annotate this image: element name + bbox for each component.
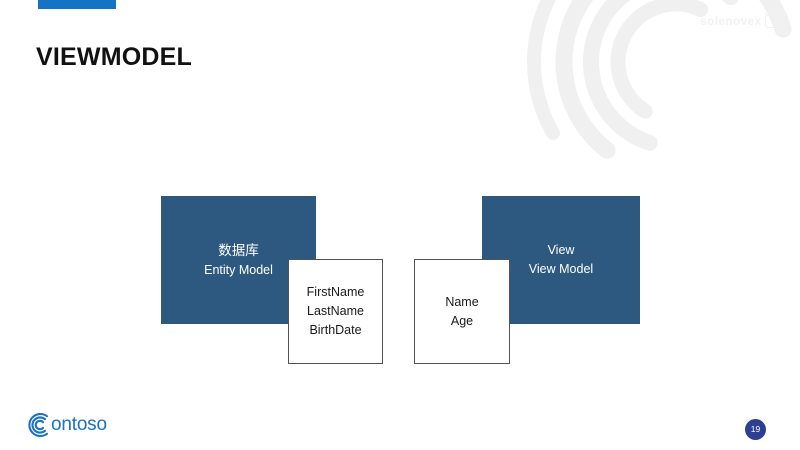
page-title: VIEWMODEL [36, 43, 192, 71]
bilibili-logo-icon [764, 14, 788, 28]
viewmodel-field-name: Name [445, 294, 479, 309]
page-number-badge: 19 [745, 419, 766, 440]
entity-field-birthdate: BirthDate [309, 322, 362, 337]
entity-fields-box: FirstName LastName BirthDate [288, 259, 383, 364]
database-box-line-2: Entity Model [204, 262, 273, 277]
database-box-line-1: 数据库 [218, 242, 259, 258]
entity-field-firstname: FirstName [306, 285, 365, 300]
view-box-line-2: View Model [528, 262, 594, 276]
watermark: solenovex [700, 14, 788, 28]
viewmodel-field-age: Age [450, 313, 474, 328]
entity-field-lastname: LastName [307, 304, 364, 319]
view-box-line-1: View [547, 243, 575, 258]
contoso-spiral-icon [28, 412, 49, 438]
contoso-logo-text: ontoso [51, 414, 107, 435]
top-accent-bar [38, 0, 116, 9]
contoso-logo: ontoso [25, 411, 107, 439]
watermark-text: solenovex [700, 14, 762, 28]
viewmodel-fields-box: Name Age [414, 259, 510, 364]
